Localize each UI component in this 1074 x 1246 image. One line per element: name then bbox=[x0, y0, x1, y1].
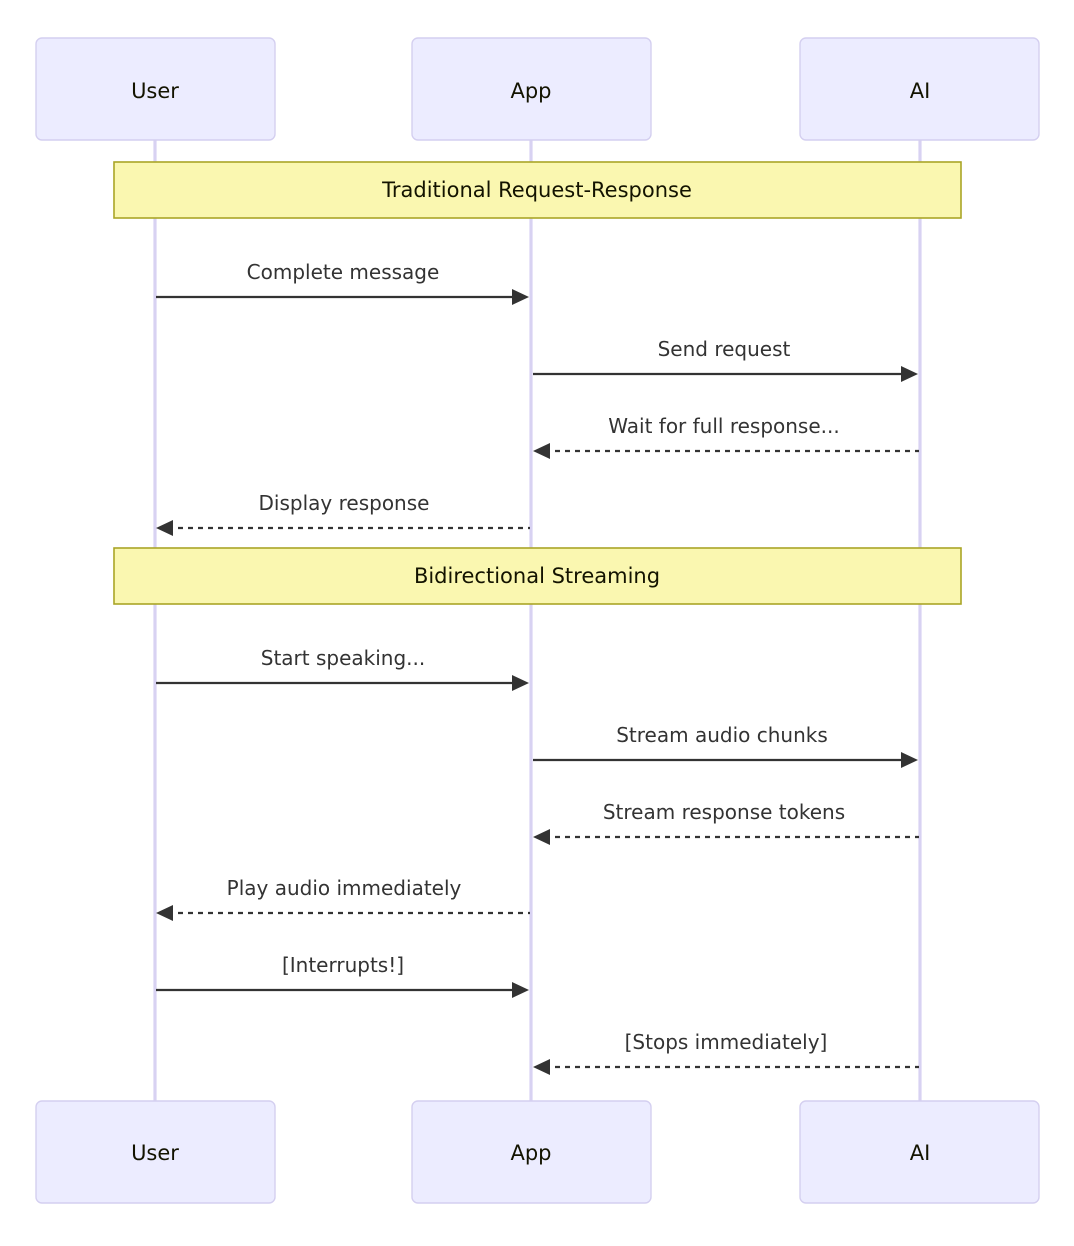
arrowhead-right-icon bbox=[901, 752, 918, 768]
message-start-speaking[interactable]: Start speaking... bbox=[156, 646, 529, 691]
participant-user-bottom[interactable]: User bbox=[35, 1100, 276, 1204]
arrowhead-right-icon bbox=[901, 366, 918, 382]
participant-label: AI bbox=[910, 79, 931, 103]
message-send-request[interactable]: Send request bbox=[533, 337, 918, 382]
participant-label: AI bbox=[910, 1141, 931, 1165]
arrowhead-left-icon bbox=[156, 520, 173, 536]
section-label: Bidirectional Streaming bbox=[414, 564, 660, 588]
message-stream-audio-chunks[interactable]: Stream audio chunks bbox=[533, 723, 918, 768]
message-label: [Interrupts!] bbox=[282, 953, 404, 977]
arrowhead-left-icon bbox=[533, 829, 550, 845]
participant-box bbox=[411, 37, 652, 141]
participant-box bbox=[35, 37, 276, 141]
arrowhead-left-icon bbox=[533, 443, 550, 459]
message-label: Display response bbox=[259, 491, 430, 515]
section-header-bidirectional-streaming[interactable]: Bidirectional Streaming bbox=[113, 547, 962, 605]
message-label: Start speaking... bbox=[261, 646, 425, 670]
section-header-traditional-request-response[interactable]: Traditional Request-Response bbox=[113, 161, 962, 219]
lifelines bbox=[153, 140, 922, 1104]
participant-box bbox=[799, 37, 1040, 141]
participant-user-top[interactable]: User bbox=[35, 37, 276, 141]
participant-label: App bbox=[510, 79, 551, 103]
participant-box bbox=[411, 1100, 652, 1204]
arrowhead-right-icon bbox=[512, 289, 529, 305]
message-label: Stream audio chunks bbox=[616, 723, 828, 747]
message-stream-response-tokens[interactable]: Stream response tokens bbox=[533, 800, 919, 845]
participant-label: User bbox=[131, 79, 179, 103]
arrowhead-right-icon bbox=[512, 982, 529, 998]
message-display-response[interactable]: Display response bbox=[156, 491, 530, 536]
message-play-audio-immediately[interactable]: Play audio immediately bbox=[156, 876, 530, 921]
message-label: Stream response tokens bbox=[603, 800, 845, 824]
message-label: Wait for full response... bbox=[608, 414, 839, 438]
message-interrupts[interactable]: [Interrupts!] bbox=[156, 953, 529, 998]
participant-label: User bbox=[131, 1141, 179, 1165]
message-label: Complete message bbox=[247, 260, 440, 284]
participant-box bbox=[799, 1100, 1040, 1204]
participants-top: User App AI bbox=[35, 37, 1040, 141]
participant-box bbox=[35, 1100, 276, 1204]
section-label: Traditional Request-Response bbox=[381, 178, 692, 202]
message-label: Send request bbox=[658, 337, 791, 361]
participant-label: App bbox=[510, 1141, 551, 1165]
participant-ai-top[interactable]: AI bbox=[799, 37, 1040, 141]
arrowhead-left-icon bbox=[533, 1059, 550, 1075]
arrowhead-right-icon bbox=[512, 675, 529, 691]
participants-bottom: User App AI bbox=[35, 1100, 1040, 1204]
message-label: Play audio immediately bbox=[227, 876, 462, 900]
message-wait-for-full-response[interactable]: Wait for full response... bbox=[533, 414, 919, 459]
participant-app-bottom[interactable]: App bbox=[411, 1100, 652, 1204]
message-complete-message[interactable]: Complete message bbox=[156, 260, 529, 305]
section-box bbox=[113, 547, 962, 605]
participant-ai-bottom[interactable]: AI bbox=[799, 1100, 1040, 1204]
message-stops-immediately[interactable]: [Stops immediately] bbox=[533, 1030, 919, 1075]
arrowhead-left-icon bbox=[156, 905, 173, 921]
section-box bbox=[113, 161, 962, 219]
participant-app-top[interactable]: App bbox=[411, 37, 652, 141]
message-label: [Stops immediately] bbox=[625, 1030, 828, 1054]
